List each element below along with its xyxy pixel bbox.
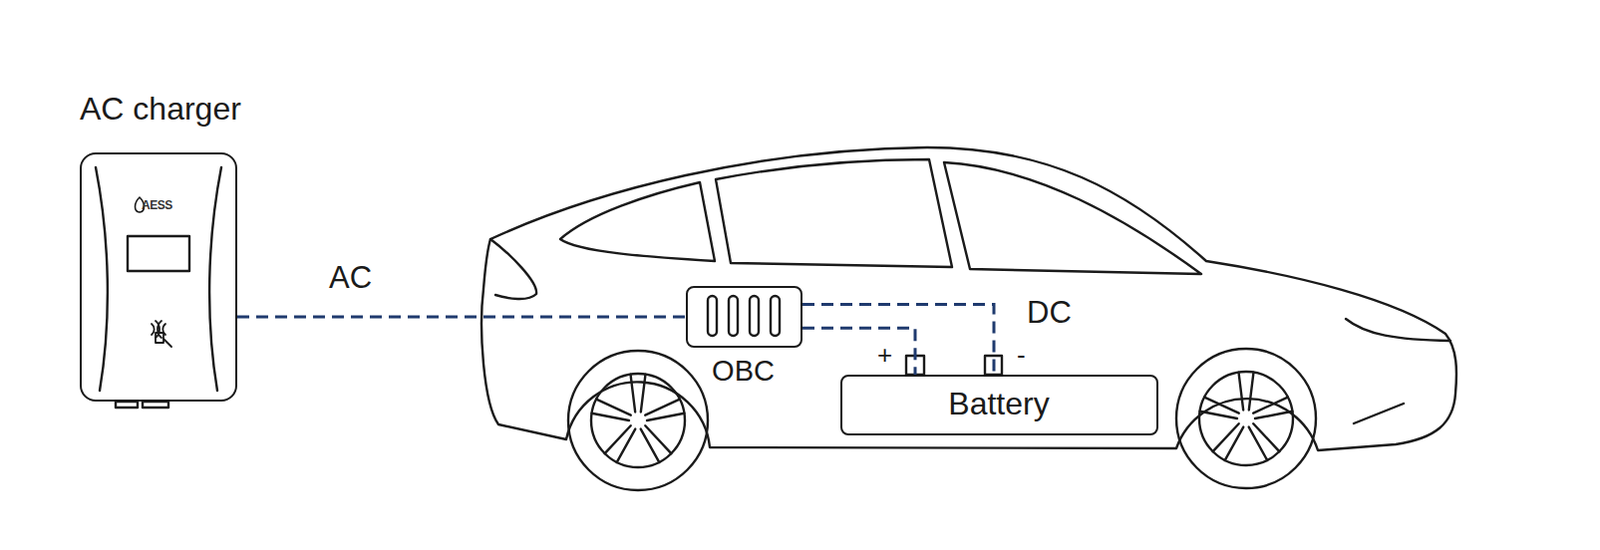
wheel-spoke (1253, 397, 1288, 414)
rear-tyre (568, 350, 708, 491)
rear-window (560, 182, 715, 262)
front-trim (1353, 403, 1404, 424)
wheel-spoke (617, 429, 636, 463)
wheel-spoke (640, 429, 659, 463)
ac-charger: AC charger (79, 152, 238, 402)
middle-window (715, 159, 953, 268)
wheel-spoke (640, 374, 646, 413)
wheel-spoke (1225, 427, 1244, 461)
battery-box: Battery (840, 374, 1159, 436)
dashed-connector (802, 305, 994, 375)
node-label: Battery (948, 386, 1049, 422)
obc-slot (707, 296, 717, 336)
obc-slot (770, 296, 780, 336)
wheel-spoke (1239, 372, 1245, 411)
obc-unit: OBC (685, 286, 803, 348)
front-window (944, 162, 1202, 275)
wheel-spoke (592, 413, 630, 421)
node-label: OBC (711, 355, 775, 388)
edge-label: AC (328, 261, 372, 296)
front-rim (1199, 371, 1293, 466)
wheel-spoke (1249, 372, 1255, 411)
wheel-spoke (631, 374, 637, 413)
charger-side-curve (209, 167, 222, 391)
charger-foot (115, 401, 138, 408)
nfc-icon (151, 320, 172, 347)
edge-label: DC (1026, 296, 1072, 330)
charger-foot (142, 401, 169, 408)
wheel-spoke (605, 425, 632, 454)
car-body (481, 147, 1457, 451)
obc-slot (749, 296, 759, 336)
wheel-spoke (1213, 423, 1240, 452)
wheel-spoke (1249, 427, 1268, 461)
dashed-connector (802, 327, 916, 375)
wheel-spoke (1255, 411, 1292, 419)
wheel-spoke (1200, 411, 1238, 419)
wheel-spoke (1204, 397, 1240, 414)
tail-light (490, 239, 537, 300)
headlight (1345, 319, 1451, 341)
dashed-connector (237, 316, 686, 320)
wheel-spoke (644, 425, 671, 454)
obc-slot (728, 296, 738, 336)
front-tyre (1176, 348, 1316, 489)
wheel-spoke (644, 399, 680, 416)
wheel-spoke (1253, 423, 1280, 452)
charger-screen (127, 236, 190, 272)
charger-side-curve (95, 167, 108, 391)
terminal-sign: - (1016, 340, 1026, 370)
node-label: AC charger (79, 91, 242, 127)
terminal-sign: + (877, 340, 893, 370)
wheel-spoke (646, 413, 684, 421)
brand-logo: AESS (141, 199, 173, 213)
wheel-spoke (596, 399, 632, 416)
rear-rim (591, 373, 685, 468)
